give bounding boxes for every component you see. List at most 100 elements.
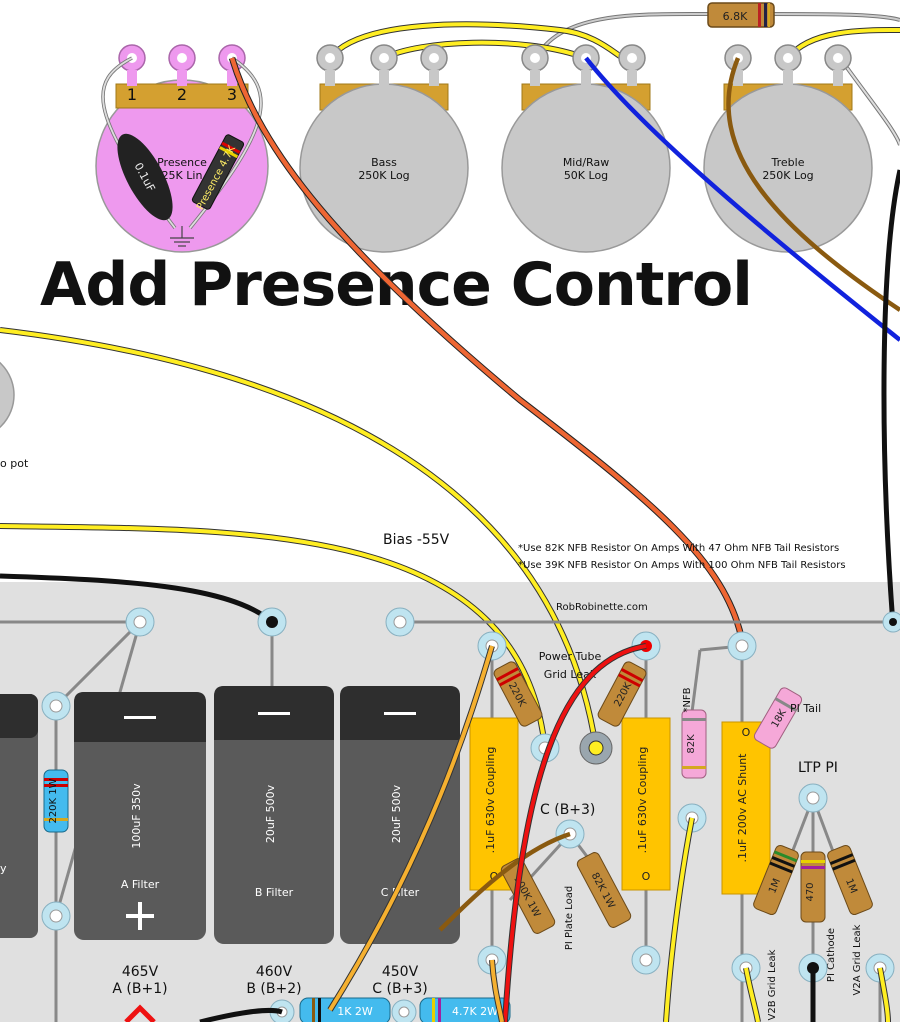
yellow-board-wire-2 [744,967,760,1022]
red-bottom-wire [124,1004,156,1022]
mid-pot-name: Mid/Raw [563,156,609,169]
coupling-cap-1: .1uF 630v Coupling O [469,717,519,891]
filter-c-name: C Filter [381,886,420,899]
grid-resistor-1-label: 1M [767,877,783,895]
gray-wire-top-core [534,12,721,61]
resistor-1k-2w-label: 1K 2W [337,1005,373,1018]
note-line-2: *Use 39K NFB Resistor On Amps With 100 O… [518,560,846,571]
presence-pot-value: 25K Lin [162,169,203,182]
presence-lug-3: 3 [227,85,237,104]
filter-a-name: A Filter [121,878,160,891]
bass-pot[interactable]: Bass 250K Log [299,44,469,253]
resistor-6-8k-label: 6.8K [723,10,748,23]
pi-tail-resistor: 18K [753,687,803,749]
eyelet[interactable] [41,901,71,931]
voltage-c: 450V [382,964,419,980]
resistor-6-8k: 6.8K [707,2,775,28]
eyelet[interactable] [798,783,828,813]
eyelet[interactable] [125,607,155,637]
yellow-wire-mid [383,40,581,60]
filter-b-value: 20uF 500v [264,784,277,843]
brown-wire-treble [726,57,900,312]
yellow-board-wire [664,817,694,1022]
left-filter-cap: y [0,694,38,938]
filter-cap-b: 20uF 500v B Filter [214,686,334,944]
grid-leak-label-2: Grid Leak [544,668,597,681]
filter-b-name: B Filter [255,886,294,899]
cathode-resistor-label: 470 [805,882,816,901]
grid-resistor-1: 1M [753,844,799,916]
resistor-220k-1w: 220K 1W [43,769,69,833]
shunt-cap-label: .1uF 200v AC Shunt [736,753,749,863]
grid-leak-label-1: Power Tube [539,650,602,663]
presence-cap: 0.1uF [117,133,173,221]
coupling-cap-1-label: .1uF 630v Coupling [484,747,497,854]
nfb-resistor: 82K *NFB [681,687,707,779]
presence-lug-1: 1 [127,85,137,104]
ltp-label: LTP PI [798,760,838,776]
eyelet[interactable] [882,611,900,633]
treble-pot-value: 250K Log [762,169,813,182]
pi-tail-label: PI Tail [790,702,821,715]
orange-wire [229,57,745,641]
coupling-cap-1-o: O [490,870,499,883]
page-title: Add Presence Control [40,250,753,320]
voltage-c-name: C (B+3) [372,981,427,997]
treble-pot[interactable]: Treble 250K Log [703,44,873,253]
gray-wire-right-core [839,57,900,146]
left-partial-pot: o pot [0,361,29,470]
red-wire [503,644,647,1022]
credit: RobRobinette.com [556,602,648,613]
eyelet[interactable] [391,999,417,1022]
v2a-label: V2A Grid Leak [852,924,863,995]
black-wire-right [881,169,900,626]
plate-load-label: PI Plate Load [564,886,575,950]
black-bottom-wire [199,1008,283,1022]
black-wire-left [0,573,274,624]
grid-resistor-2: 1M [827,844,873,916]
coupling-cap-2-o: O [642,870,651,883]
cathode-resistor: 470 [800,851,826,923]
grid-leak-socket[interactable] [579,731,613,765]
ground-symbol [170,226,194,247]
bass-pot-value: 250K Log [358,169,409,182]
bass-pot-name: Bass [371,156,397,169]
mid-pot-value: 50K Log [564,169,608,182]
eyelet[interactable] [41,691,71,721]
treble-pot-name: Treble [771,156,805,169]
coupling-resistor-2: 220K [597,661,647,727]
presence-lug-2: 2 [177,85,187,104]
resistor-4-7k-2w-label: 4.7K 2W [452,1005,498,1018]
presence-pot-name: Presence [157,156,207,169]
bias-wire [0,524,547,749]
orange-board-wire [328,645,494,1012]
note-line-1: *Use 82K NFB Resistor On Amps With 47 Oh… [518,543,839,554]
eyelet[interactable] [727,631,757,661]
bias-label: Bias -55V [383,532,450,548]
filter-c-value: 20uF 500v [390,784,403,843]
voltage-b: 460V [256,964,293,980]
coupling-resistor-1: 220K [493,661,543,727]
shunt-cap-o: O [742,726,751,739]
voltage-a-name: A (B+1) [112,981,167,997]
left-cap-label: y [0,862,7,875]
yellow-board-wire-3 [878,967,890,1022]
resistor-1k-2w: 1K 2W [299,997,391,1022]
resistor-220k-1w-label: 220K 1W [48,778,59,823]
yellow-wire-bass [328,22,629,62]
eyelet[interactable] [385,607,415,637]
coupling-cap-2: .1uF 630v Coupling O [621,717,671,891]
voltage-a: 465V [122,964,159,980]
gray-wire-top-right-core [769,13,900,21]
pi-cathode-label: PI Cathode [826,928,837,982]
filter-a-value: 100uF 350v [130,783,143,849]
brown-board-wire [438,831,571,932]
resistor-4-7k-2w: 4.7K 2W [419,997,511,1022]
left-pot-label: o pot [0,457,29,470]
mid-pot[interactable]: Mid/Raw 50K Log [501,44,671,253]
yellow-board-wire-4 [490,959,504,1022]
eyelet[interactable] [257,607,287,637]
v2b-label: V2B Grid Leak [767,949,778,1020]
eyelet[interactable] [631,945,661,975]
